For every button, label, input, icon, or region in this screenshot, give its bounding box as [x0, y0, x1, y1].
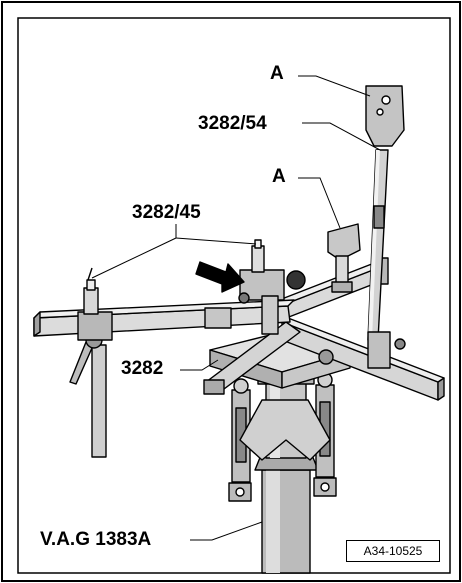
reference-code: A34-10525 — [363, 544, 423, 558]
label-vag-1383a: V.A.G 1383A — [40, 529, 152, 550]
leader-a-top — [298, 75, 371, 97]
pin-3282-54 — [367, 149, 389, 341]
leader-3282-45-right — [175, 237, 257, 245]
left-hanging-leg — [69, 331, 107, 458]
reference-code-box: A34-10525 — [346, 540, 440, 562]
inner-border — [17, 17, 451, 574]
bracket-a-top — [365, 85, 405, 147]
leader-a-mid — [298, 177, 341, 229]
vag-1383a-stand — [254, 361, 319, 574]
left-clamp-3282-45 — [77, 267, 113, 341]
fixture-drawing — [33, 85, 445, 574]
arm-left-front — [203, 321, 301, 395]
label-a-mid: A — [272, 166, 286, 187]
leader-3282-54 — [302, 122, 381, 151]
right-end-clamp — [318, 331, 406, 369]
leader-3282 — [180, 359, 219, 371]
arm-left-long — [33, 299, 295, 337]
leader-vag-1383a — [190, 521, 263, 541]
label-a-top: A — [270, 63, 284, 84]
direction-arrow — [195, 261, 245, 293]
centre-brace — [239, 399, 331, 461]
label-3282: 3282 — [121, 358, 164, 379]
leader-lines — [91, 75, 381, 541]
leader-3282-45-left — [91, 224, 177, 279]
label-3282-54: 3282/54 — [198, 113, 267, 134]
label-3282-45: 3282/45 — [132, 202, 201, 223]
centre-clamp-3282-45 — [238, 239, 306, 335]
bracket-a-mid — [327, 223, 361, 293]
